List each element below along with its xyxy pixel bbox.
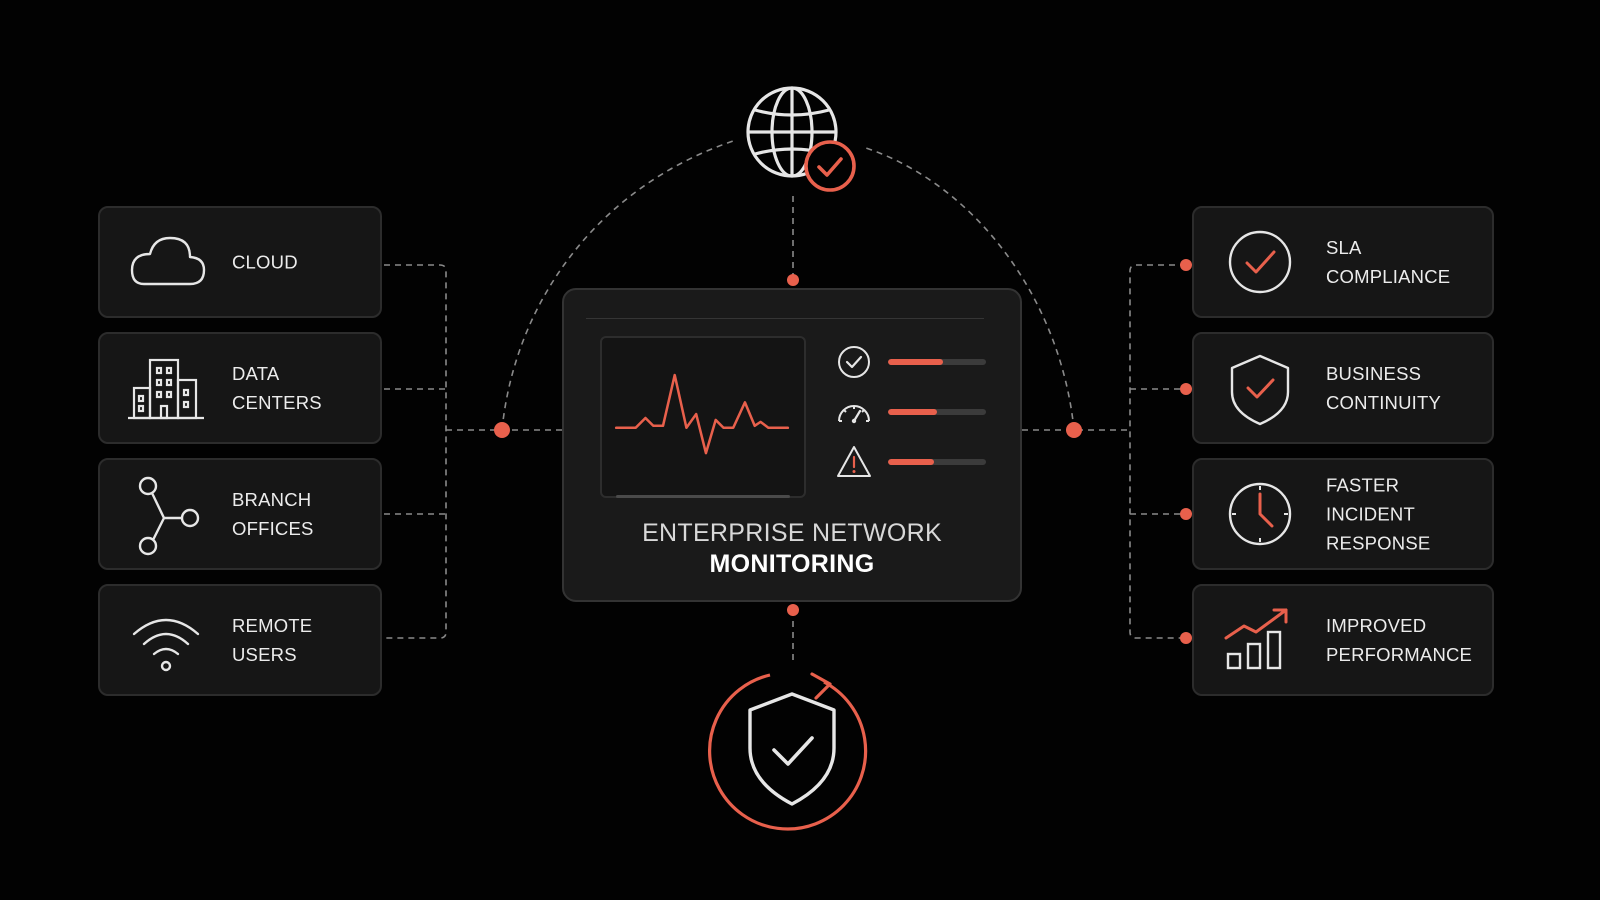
source-label: DATA CENTERS <box>232 363 322 413</box>
check-circle-icon <box>1216 218 1304 306</box>
top-port-dot <box>787 274 799 286</box>
building-icon <box>122 344 210 432</box>
panel-divider <box>586 318 984 319</box>
branch-icon <box>122 470 210 558</box>
stat-row-status <box>836 342 996 382</box>
source-card-remote-users[interactable]: REMOTE USERS <box>98 584 382 696</box>
shield-check-icon <box>1216 344 1304 432</box>
panel-title: ENTERPRISE NETWORK <box>642 519 942 547</box>
monitor-screen <box>600 336 806 498</box>
arc-right <box>865 147 1075 431</box>
globe-check-icon <box>740 80 860 200</box>
performance-progress-bar <box>888 409 986 415</box>
left-junction-dot <box>494 422 510 438</box>
alerts-progress-bar <box>888 459 986 465</box>
panel-subtitle: MONITORING <box>709 550 875 578</box>
source-label: CLOUD <box>232 251 298 273</box>
left-bus <box>384 264 447 639</box>
heartbeat-chart-icon <box>614 373 790 455</box>
wifi-icon <box>122 596 210 684</box>
shield-refresh-icon <box>708 664 876 832</box>
right-bus <box>1129 264 1186 639</box>
clock-icon <box>1216 470 1304 558</box>
warning-icon <box>836 444 872 480</box>
bottom-port-dot <box>787 604 799 616</box>
right-junction-dot <box>1066 422 1082 438</box>
check-circle-icon <box>836 344 872 380</box>
gauge-icon <box>836 394 872 430</box>
status-progress-bar <box>888 359 986 365</box>
cloud-icon <box>122 218 210 306</box>
stat-row-alerts <box>836 442 996 482</box>
source-card-cloud[interactable]: CLOUD <box>98 206 382 318</box>
source-label: REMOTE USERS <box>232 615 313 665</box>
trend-chart-icon <box>1216 596 1304 684</box>
stat-row-performance <box>836 392 996 432</box>
enterprise-monitoring-panel: ENTERPRISE NETWORK MONITORING <box>562 288 1022 602</box>
source-card-data-centers[interactable]: DATA CENTERS <box>98 332 382 444</box>
